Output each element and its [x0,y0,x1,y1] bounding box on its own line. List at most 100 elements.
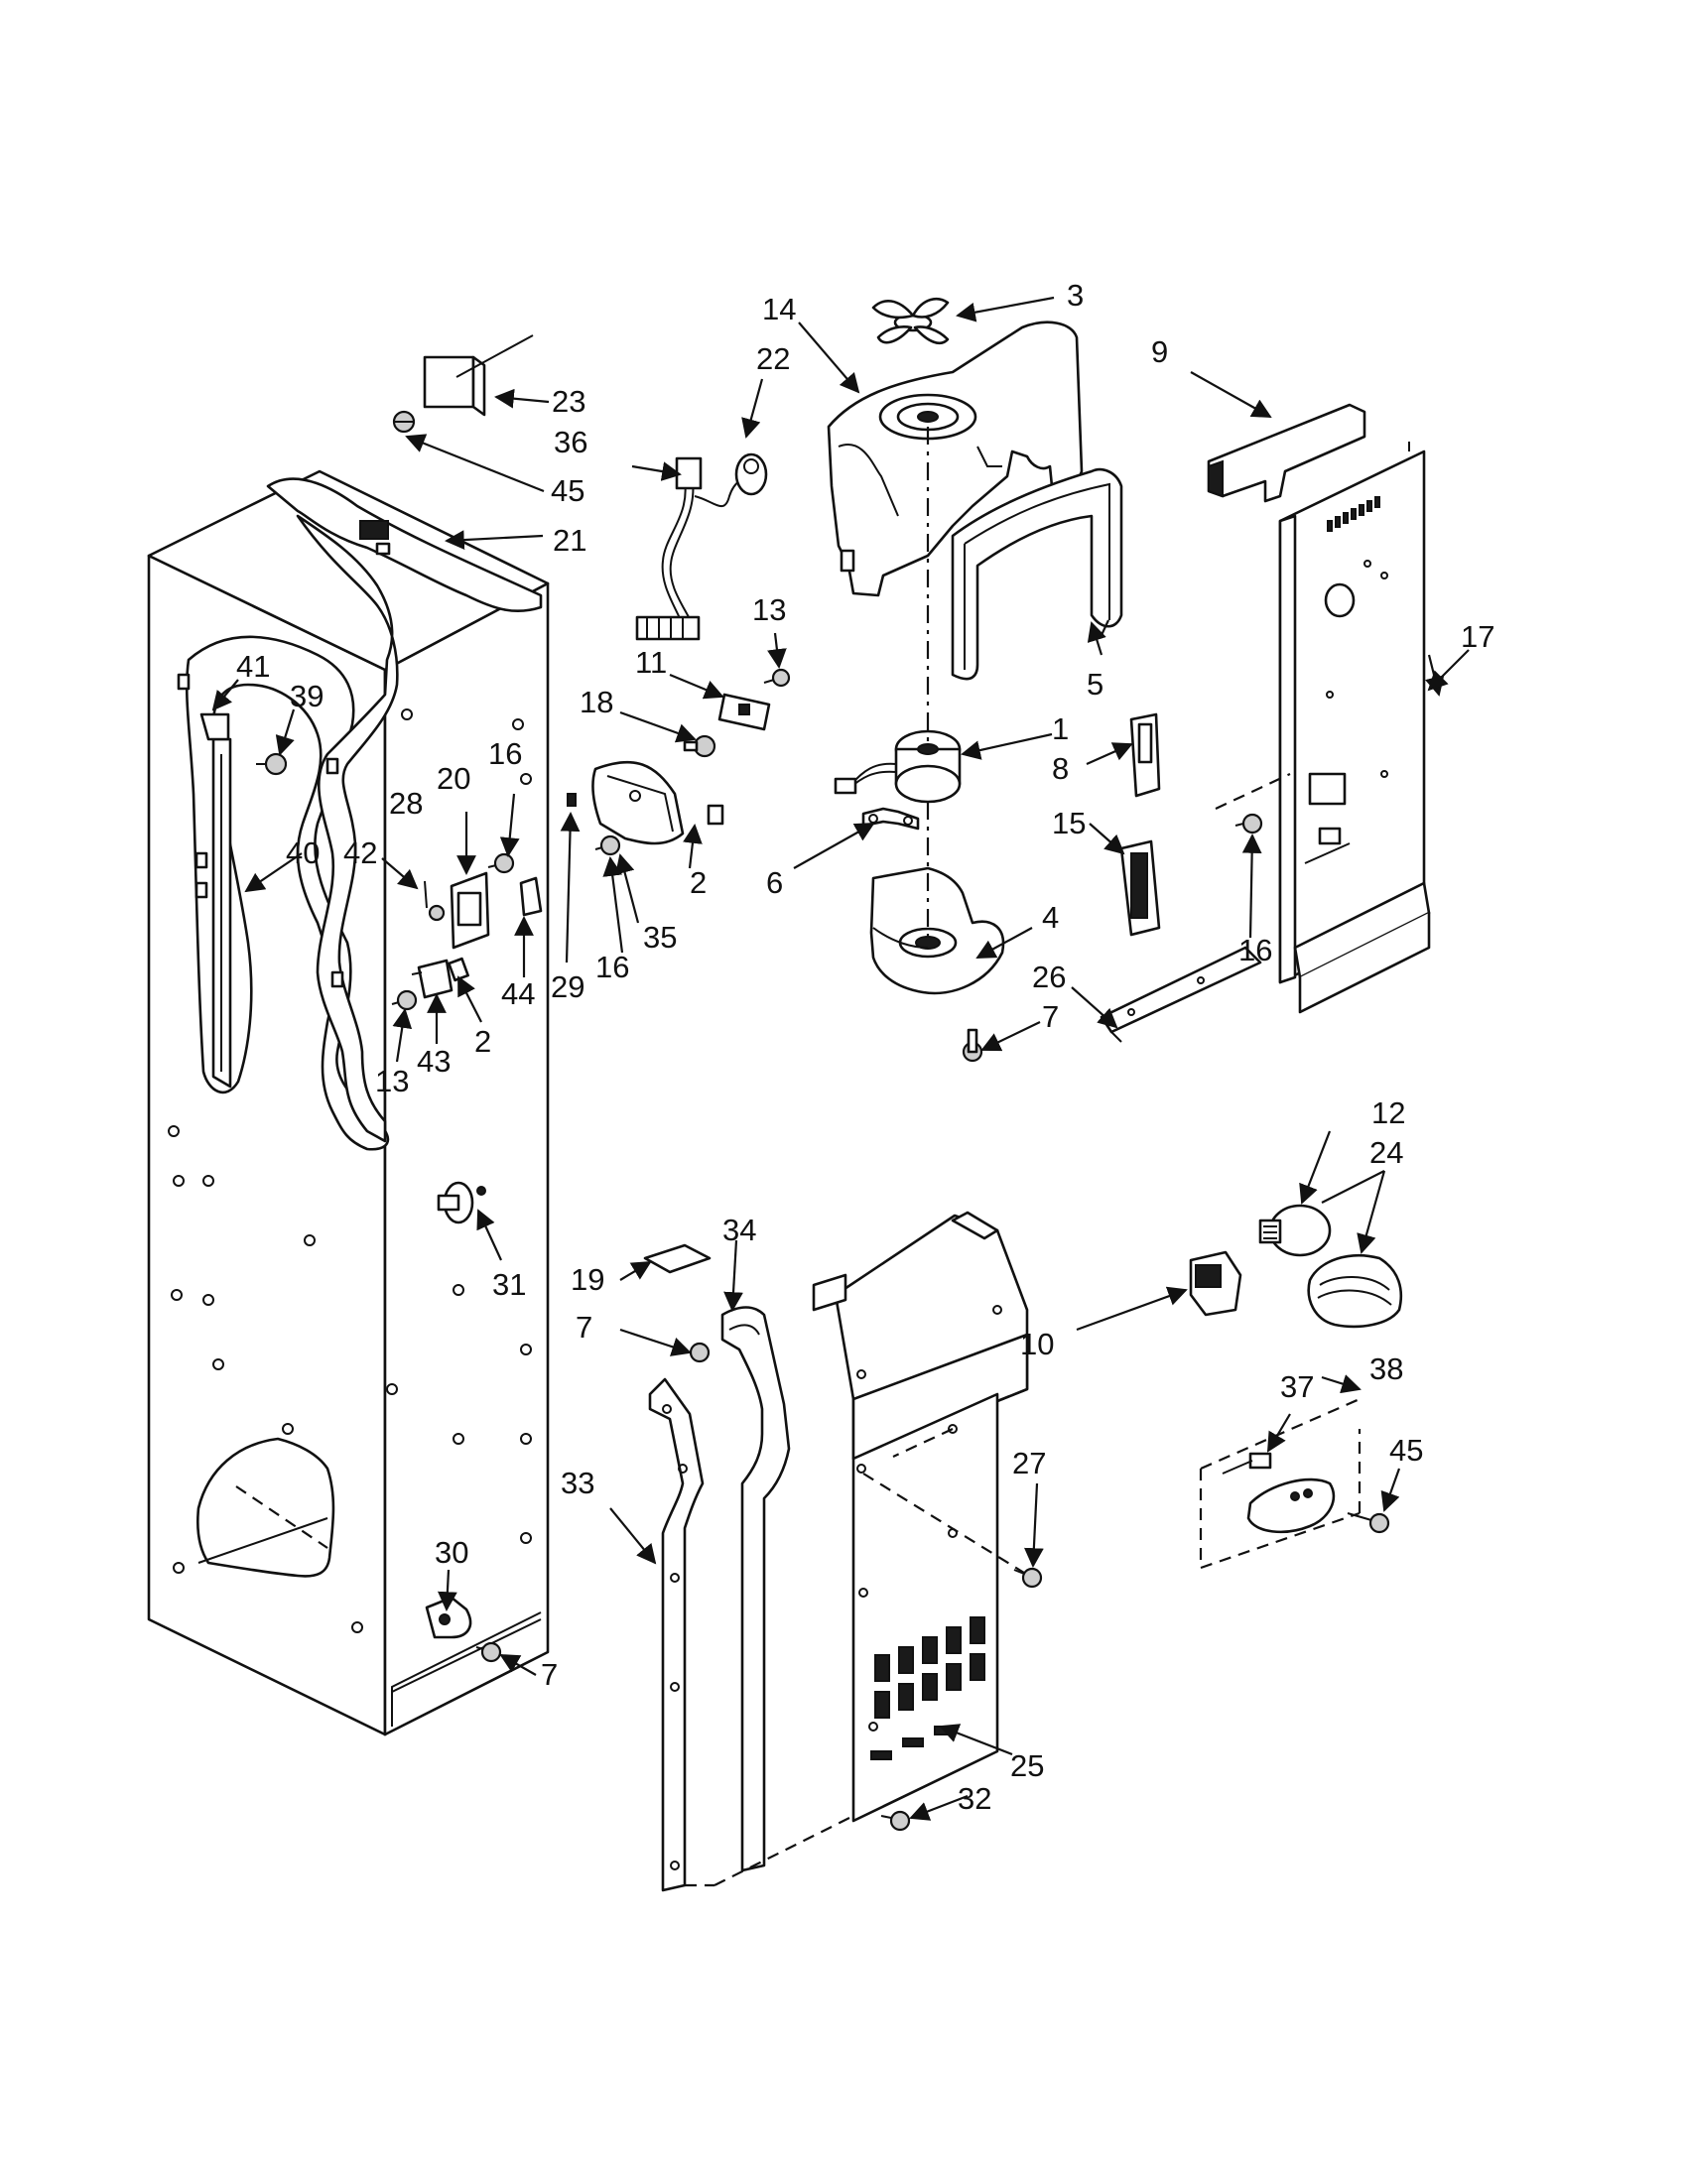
screw-13-right [763,668,791,688]
duct-dash-line [862,1473,1025,1574]
callout-43: 43 [417,1044,451,1079]
callout-labels: 3 14 22 9 23 45 36 21 41 39 40 42 17 11 … [236,278,1494,1816]
callout-33: 33 [561,1466,594,1500]
leader-lines [211,296,1470,1821]
baffle-9 [1207,403,1366,503]
control-bracket-20 [450,871,490,950]
callout-32: 32 [958,1781,991,1816]
callout-20: 20 [437,761,470,796]
callout-23: 23 [552,384,585,419]
screw-16-upper [487,852,515,874]
callout-16-right: 16 [1238,933,1272,967]
clip-28 [424,880,446,922]
callout-18: 18 [580,685,613,719]
callout-2-right: 2 [690,865,707,900]
grommet-29 [567,793,577,807]
fan-blade-3 [871,297,950,344]
label-19 [643,1243,712,1274]
callout-25: 25 [1010,1748,1044,1783]
callout-41: 41 [236,649,270,684]
duct-cover-25 [812,1211,1029,1823]
screw-16-lower [594,835,621,856]
bulb-12 [1258,1204,1332,1257]
screw-18 [683,734,716,758]
callout-3: 3 [1067,278,1084,313]
socket-10 [1189,1250,1242,1317]
callout-8: 8 [1052,751,1069,786]
callout-29: 29 [551,969,584,1004]
screw-27 [1013,1567,1043,1589]
callout-35: 35 [643,920,677,955]
sensor-43 [411,959,454,999]
callout-4: 4 [1042,900,1059,935]
callout-7-bottom: 7 [541,1657,558,1692]
callout-13-left: 13 [375,1064,409,1098]
callout-38: 38 [1369,1351,1403,1386]
light-cover-24 [1307,1253,1403,1329]
bracket-11 [717,693,771,731]
wire-harness-36 [635,452,768,641]
callout-2-left: 2 [474,1024,491,1059]
cabinet-liner [147,469,550,1736]
callout-12: 12 [1371,1095,1405,1130]
clip-15 [1119,839,1161,937]
callout-7-mid: 7 [1042,999,1059,1034]
plug-2-right [707,804,724,826]
callout-40: 40 [286,835,320,870]
callout-16-upper: 16 [488,736,522,771]
callout-26: 26 [1032,960,1066,994]
screw-16-right [1234,813,1263,835]
screw-7-bottom [475,1641,502,1663]
callout-31: 31 [492,1267,526,1302]
callout-42: 42 [343,835,377,870]
callout-36: 36 [554,425,587,459]
callout-45-top: 45 [551,473,584,508]
callout-6: 6 [766,865,783,900]
duct-dash-line-2 [892,1428,954,1458]
screw-7-mid [962,1028,983,1063]
callout-9: 9 [1151,334,1168,369]
callout-28: 28 [389,786,423,821]
rear-panel-17 [1278,442,1431,1014]
callout-1: 1 [1052,711,1069,746]
clip-8 [1129,712,1161,798]
bumper-31 [437,1181,486,1224]
rail-dash-bottom-2 [714,1815,854,1886]
callout-17: 17 [1461,619,1494,654]
fan-shroud-14 [827,321,1084,597]
control-38 [1199,1397,1362,1570]
callout-39: 39 [290,679,324,713]
screw-32 [880,1810,911,1832]
panel-dash-line [1215,773,1291,810]
sensor-housing-35 [591,760,685,845]
callout-11: 11 [635,645,667,680]
cover-26 [1100,946,1262,1043]
clip-44 [519,876,543,917]
callout-16-lower: 16 [595,950,629,984]
callout-22: 22 [756,341,790,376]
strip-34 [720,1306,791,1872]
callout-45-right: 45 [1389,1433,1423,1468]
callout-34: 34 [722,1213,756,1247]
callout-19: 19 [571,1262,604,1297]
callout-5: 5 [1087,667,1103,702]
fan-motor-1 [834,729,962,804]
rail-33 [648,1377,705,1892]
callout-7-top: 7 [576,1310,592,1345]
callout-14: 14 [762,292,796,326]
callout-10: 10 [1020,1327,1054,1361]
screw-45-top [392,410,416,434]
screw-45-right [1347,1512,1390,1534]
bracket-23 [423,334,534,417]
callout-37: 37 [1280,1369,1314,1404]
callout-27: 27 [1012,1446,1046,1480]
callout-21: 21 [553,523,586,558]
hinge-30 [425,1596,472,1639]
callout-44: 44 [501,976,535,1011]
callout-24: 24 [1369,1135,1403,1170]
fan-mount-4 [869,866,1005,995]
callout-30: 30 [435,1535,468,1570]
callout-13-right: 13 [752,592,786,627]
callout-15: 15 [1052,806,1086,840]
